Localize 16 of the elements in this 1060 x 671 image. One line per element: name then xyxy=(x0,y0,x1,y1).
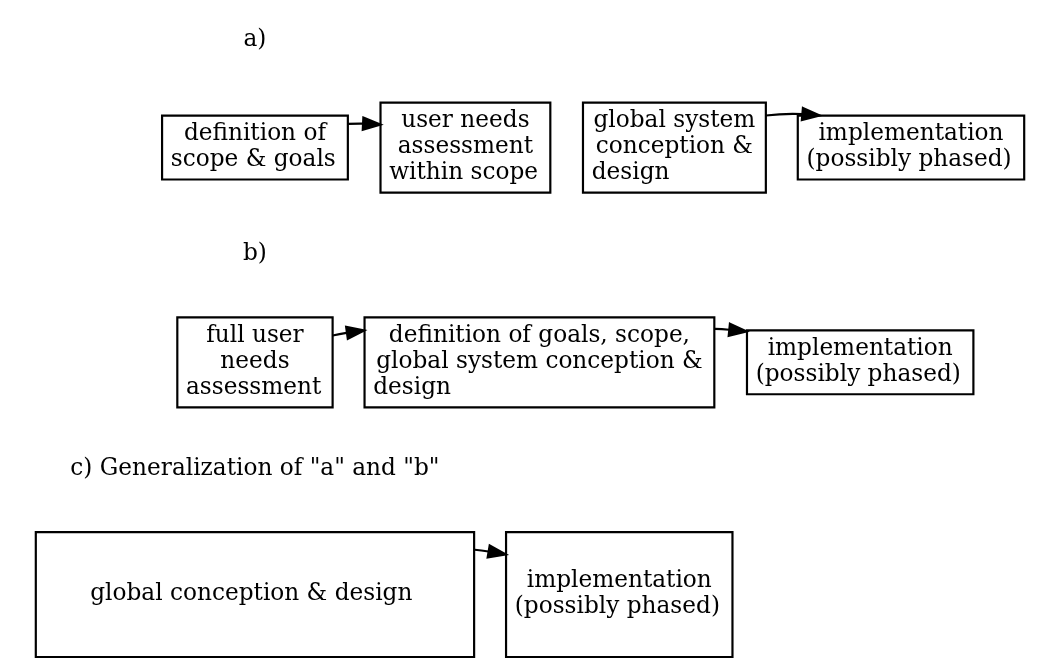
arrow xyxy=(714,322,750,338)
arrow xyxy=(474,543,510,559)
node-box: global system conception & design xyxy=(581,101,767,194)
node-box: definition of scope & goals xyxy=(161,114,349,181)
label: c) Generalization of "a" and "b" xyxy=(70,453,440,481)
node-box: global conception & design xyxy=(34,531,476,659)
node-box: full user needs assessment xyxy=(176,316,334,409)
node-box: implementation (possibly phased) xyxy=(504,531,734,659)
node-box: implementation (possibly phased) xyxy=(745,329,975,396)
arrow xyxy=(332,325,368,341)
arrow xyxy=(765,106,824,122)
label: a) xyxy=(243,23,267,51)
node-box: implementation (possibly phased) xyxy=(796,114,1026,181)
node-box: definition of goals, scope, global system conception & design xyxy=(363,316,716,409)
node-box: user needs assessment within scope xyxy=(379,101,552,194)
label: b) xyxy=(243,238,267,266)
